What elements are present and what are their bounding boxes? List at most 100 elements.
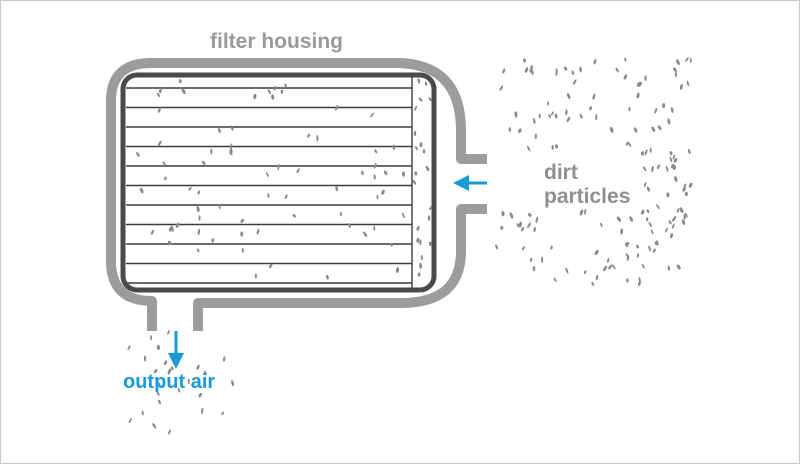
trapped-particle (284, 83, 288, 89)
trapped-particle (284, 194, 288, 200)
dirt-particle (626, 241, 630, 246)
trapped-particle (296, 168, 300, 174)
dirt-particle (652, 248, 656, 253)
dirt-particle (636, 81, 641, 87)
dirt-particle (672, 216, 677, 222)
dirt-particle (534, 133, 537, 140)
dirt-particle (553, 277, 557, 282)
trapped-particle (370, 112, 375, 118)
trapped-particle (429, 205, 433, 211)
output-particle (150, 335, 153, 341)
output-particle (167, 368, 172, 375)
dirt-particle (523, 58, 527, 63)
dirt-particle (672, 165, 677, 171)
dirt-particle (572, 79, 577, 85)
output-particle (163, 360, 168, 366)
trapped-particle (374, 149, 378, 154)
dirt-particle (563, 66, 568, 71)
dirt-particle (641, 209, 645, 215)
output-particle (196, 364, 200, 370)
trapped-particle (373, 225, 376, 231)
trapped-particle (419, 239, 422, 246)
dirt-particle (651, 165, 654, 173)
trapped-particle (316, 135, 319, 142)
dirt-particle (533, 118, 536, 124)
dirt-particle (509, 212, 514, 219)
dirt-particle (645, 217, 649, 222)
filter-housing-label: filter housing (210, 30, 343, 53)
trapped-particle (158, 106, 161, 113)
dirt-particle (579, 66, 582, 73)
trapped-particle (415, 145, 418, 151)
trapped-particle (253, 93, 257, 100)
trapped-particle (412, 180, 417, 185)
dirt-particle (657, 125, 662, 131)
trapped-particle (210, 148, 213, 155)
dirt-particle (595, 275, 599, 281)
dirt-particle (674, 71, 677, 78)
trapped-particle (401, 171, 406, 177)
dirt-particle (551, 145, 554, 150)
trapped-particle (419, 142, 423, 148)
dirt-particle (654, 241, 658, 246)
trapped-particle (277, 163, 280, 171)
output-particle (201, 407, 204, 415)
output-particle (168, 429, 171, 435)
filter-housing (106, 58, 487, 331)
dirt-particle (566, 116, 571, 123)
dirt-particle (508, 127, 512, 132)
output-particle (128, 418, 132, 423)
dirt-particle (521, 246, 525, 251)
trapped-particle (419, 262, 423, 269)
output-particle (143, 355, 147, 362)
trapped-particle (217, 127, 221, 134)
trapped-particle (139, 187, 144, 194)
dirt-particle (666, 192, 670, 198)
output-particle (170, 366, 174, 371)
dirt-particle (683, 213, 686, 220)
dirt-particle (502, 68, 506, 74)
trapped-particle (197, 190, 201, 195)
dirt-particle (514, 111, 518, 118)
dirt-particle (535, 216, 539, 224)
dirt-particles (124, 57, 693, 435)
dirt-particle (623, 74, 628, 80)
output-particle (152, 423, 157, 429)
trapped-particle (326, 274, 329, 280)
trapped-particle (179, 79, 182, 84)
dirt-particle (684, 212, 688, 218)
output-particle (156, 344, 161, 351)
trapped-particle (280, 89, 284, 94)
dirt-particle (555, 144, 558, 149)
dirt-particle (648, 245, 651, 252)
dirt-particle (518, 128, 522, 134)
dirt-particle (641, 263, 645, 269)
dirt-particle (677, 208, 680, 213)
dirt-particle (594, 249, 599, 256)
trapped-particle (197, 228, 201, 236)
output-particle (198, 392, 203, 398)
trapped-particle (167, 240, 172, 245)
dirt-particle (672, 154, 676, 160)
dirt-particle (565, 109, 568, 116)
dirt-particle (650, 229, 654, 235)
dirt-particle (499, 85, 504, 91)
dirt-particle (669, 151, 673, 156)
dirt-particle (646, 186, 651, 192)
dirt-particle (679, 207, 684, 214)
dirt-particle (683, 183, 687, 188)
dirt-particle (636, 244, 639, 249)
arrow-left-icon (453, 175, 487, 191)
trapped-particle (425, 165, 430, 172)
trapped-particle (339, 211, 342, 217)
trapped-particle (416, 226, 420, 231)
dirt-particle (640, 151, 645, 156)
dirt-particle (593, 58, 597, 65)
dirt-particle (530, 65, 534, 71)
dirt-particle (662, 102, 666, 109)
output-particle (157, 399, 162, 405)
dirt-particle (611, 264, 616, 270)
dirt-particle (651, 126, 656, 132)
dirt-particle (669, 233, 674, 239)
